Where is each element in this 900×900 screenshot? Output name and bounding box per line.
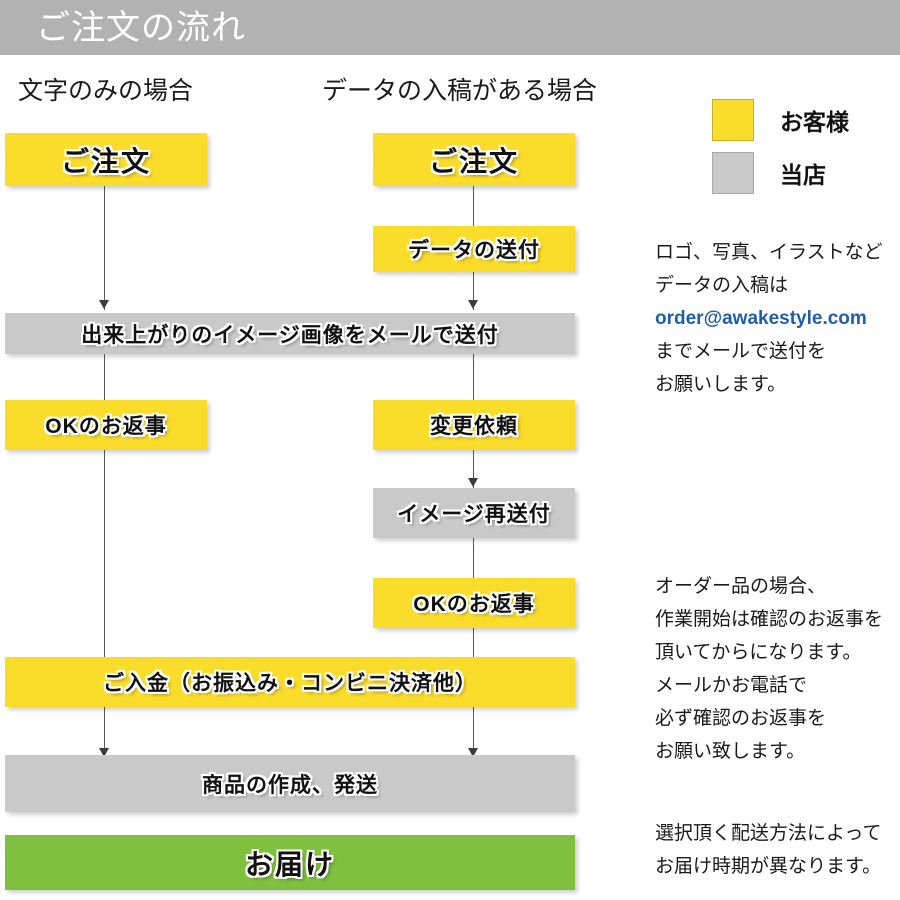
note-line: 選択頂く配送方法によって [655, 823, 882, 844]
note-line: 頂いてからになります。 [655, 642, 862, 663]
note-line: オーダー品の場合、 [655, 576, 827, 597]
connector-right-payment-to-make [473, 707, 474, 759]
email-address-link[interactable]: order@awakestyle.com [655, 308, 867, 329]
flow-box-label: ご注文 [60, 145, 151, 177]
note-line: までメールで送付を [655, 341, 827, 362]
left-column-caption: 文字のみの場合 [18, 77, 194, 105]
flow-box-label: OKのお返事 [45, 415, 167, 438]
arrowhead-right-to-make [468, 748, 478, 757]
connector-left-ok-to-payment [104, 400, 105, 658]
note-line: メールかお電話で [655, 675, 808, 696]
page-header-bar [0, 0, 900, 55]
flow-box-send-image-by-mail[interactable]: 出来上がりのイメージ画像をメールで送付 [5, 313, 575, 354]
arrowhead-left-to-image [99, 300, 109, 309]
arrowhead-right-to-resend [468, 478, 478, 487]
legend-item-shop: 当店 [712, 152, 826, 194]
flow-box-label: イメージ再送付 [397, 503, 551, 526]
note-line: お願い致します。 [655, 741, 806, 762]
right-column-caption: データの入稿がある場合 [322, 77, 598, 105]
connector-left-image-to-ok [104, 354, 105, 400]
page-title: ご注文の流れ [36, 9, 246, 47]
note-line: お届け時期が異なります。 [655, 856, 882, 877]
connector-left-payment-to-make [104, 707, 105, 759]
flow-box-right-resend-image[interactable]: イメージ再送付 [373, 488, 575, 538]
legend-label-shop: 当店 [780, 162, 826, 188]
flow-box-label: 出来上がりのイメージ画像をメールで送付 [81, 323, 499, 347]
flow-box-right-send-data[interactable]: データの送付 [373, 226, 575, 272]
flow-box-label: ご入金（お振込み・コンビニ決済他） [103, 672, 477, 695]
connector-left-spine [104, 186, 105, 310]
note-line: ロゴ、写真、イラストなど [655, 242, 883, 263]
flow-box-label: 商品の作成、発送 [202, 773, 378, 797]
note-line: 必ず確認のお返事を [655, 708, 827, 729]
flow-box-label: ご注文 [428, 145, 519, 177]
connector-right-data-to-image [473, 272, 474, 310]
note-order-confirmation: オーダー品の場合、 作業開始は確認のお返事を 頂いてからになります。 メールかお… [655, 570, 883, 768]
connector-right-resend-to-ok [473, 538, 474, 578]
flow-box-payment[interactable]: ご入金（お振込み・コンビニ決済他） [5, 657, 575, 707]
legend-item-customer: お客様 [712, 99, 849, 141]
note-data-submission: ロゴ、写真、イラストなど データの入稿は order@awakestyle.co… [655, 236, 883, 401]
flow-box-left-order[interactable]: ご注文 [5, 133, 207, 186]
arrowhead-right-to-image [468, 300, 478, 309]
connector-right-image-to-change [473, 354, 474, 400]
flow-box-right-change-request[interactable]: 変更依頼 [373, 400, 575, 450]
arrowhead-left-to-make [99, 748, 109, 757]
flow-box-label: OKのお返事 [413, 593, 535, 616]
note-line: お願いします。 [655, 374, 787, 395]
note-line: データの入稿は [655, 275, 789, 296]
connector-right-ok-to-payment [473, 628, 474, 660]
legend-swatch-shop-icon [712, 152, 754, 194]
legend-swatch-customer-icon [712, 99, 754, 141]
flow-box-left-ok-reply[interactable]: OKのお返事 [5, 400, 207, 450]
legend-label-customer: お客様 [780, 109, 849, 135]
note-line: 作業開始は確認のお返事を [655, 609, 884, 630]
flow-box-delivery[interactable]: お届け [5, 835, 575, 890]
flow-box-right-order[interactable]: ご注文 [373, 133, 575, 186]
connector-right-order-to-data [473, 186, 474, 226]
flow-box-make-and-ship[interactable]: 商品の作成、発送 [5, 755, 575, 812]
flow-box-label: データの送付 [408, 239, 540, 262]
flow-box-right-ok-reply[interactable]: OKのお返事 [373, 578, 575, 628]
note-shipping: 選択頂く配送方法によって お届け時期が異なります。 [655, 817, 881, 883]
flow-box-label: 変更依頼 [430, 415, 518, 438]
flow-box-label: お届け [244, 848, 335, 880]
connector-right-change-to-resend [473, 450, 474, 488]
